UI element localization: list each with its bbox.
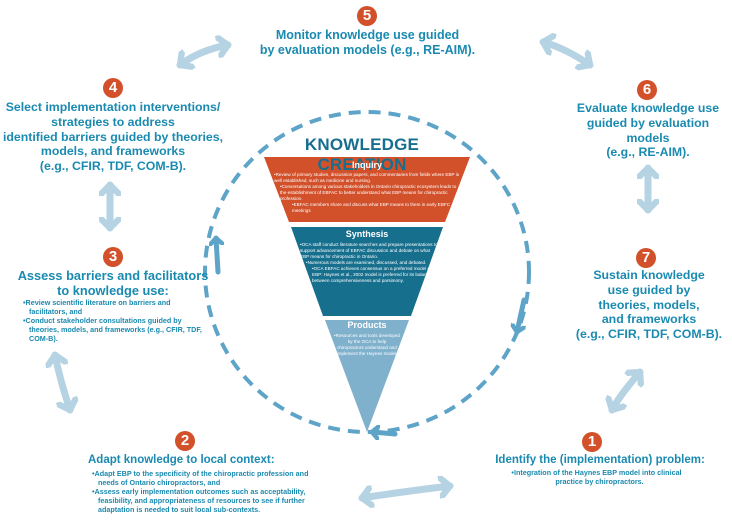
step-5-title: Monitor knowledge use guided by evaluati…: [259, 28, 476, 57]
cycle-arrow-right: [517, 297, 527, 335]
inquiry-bullets: Review of primary studies, discussion pa…: [274, 172, 460, 214]
arrow-7-1: [612, 368, 640, 414]
knowledge-creation-title: KNOWLEDGE CREATION: [304, 135, 420, 174]
arrow-5-6: [539, 42, 594, 65]
step-3-title: Assess barriers and facilitators to know…: [17, 268, 209, 299]
step-1-bullet: Integration of the Haynes EBP model into…: [498, 468, 694, 486]
step-4-title: Select implementation interventions/ str…: [2, 100, 224, 173]
inquiry-heading: Inquiry: [351, 160, 382, 170]
step-5-badge: 5: [357, 6, 377, 26]
step-3-badge: 3: [103, 247, 123, 267]
products-bullets: Resources and tools developed by the OCA…: [334, 333, 400, 357]
knowledge-cycle-dashed-ring: [203, 110, 531, 434]
step-3-bullet: Conduct stakeholder consultations guided…: [22, 316, 207, 343]
step-2-badge: 2: [175, 431, 195, 451]
step-3-bullet: Review scientific literature on barriers…: [22, 298, 207, 316]
inquiry-bullet: Conversations among various stakeholders…: [274, 184, 460, 202]
synthesis-bullet: Numerous models are examined, discussed,…: [300, 260, 438, 266]
step-2-bullet: Assess early implementation outcomes suc…: [91, 487, 331, 514]
step-2-title: Adapt knowledge to local context:: [88, 454, 275, 466]
step-2-bullets: Adapt EBP to the specificity of the chir…: [91, 469, 331, 514]
step-1-badge: 1: [582, 432, 602, 452]
step-6-badge: 6: [637, 80, 657, 100]
step-6-title: Evaluate knowledge use guided by evaluat…: [576, 101, 720, 160]
cycle-arrow-left: [216, 235, 218, 275]
synthesis-bullets: OCA staff conduct literature searches an…: [300, 242, 438, 284]
synthesis-heading: Synthesis: [345, 229, 389, 239]
cycle-arrow-bottom: [369, 432, 398, 434]
step-4-badge: 4: [103, 78, 123, 98]
arrow-1-2: [358, 486, 454, 498]
products-heading: Products: [347, 320, 387, 330]
step-7-badge: 7: [636, 248, 656, 268]
synthesis-bullet: OCA EBFAC achieves consensus on a prefer…: [300, 266, 438, 284]
step-2-bullet: Adapt EBP to the specificity of the chir…: [91, 469, 331, 487]
products-bullet: Resources and tools developed by the OCA…: [334, 333, 400, 357]
synthesis-bullet: OCA staff conduct literature searches an…: [300, 242, 438, 260]
step-1-title: Identify the (implementation) problem:: [495, 454, 705, 466]
step-3-bullets: Review scientific literature on barriers…: [22, 298, 207, 343]
inquiry-bullet: Review of primary studies, discussion pa…: [274, 172, 460, 184]
step-7-title: Sustain knowledge use guided by theories…: [575, 268, 723, 341]
arrow-2-3: [55, 351, 70, 414]
inquiry-bullet: EBFAC members share and discuss what EBP…: [274, 202, 460, 214]
step-1-bullets: Integration of the Haynes EBP model into…: [498, 468, 694, 486]
arrow-4-5: [176, 45, 232, 65]
